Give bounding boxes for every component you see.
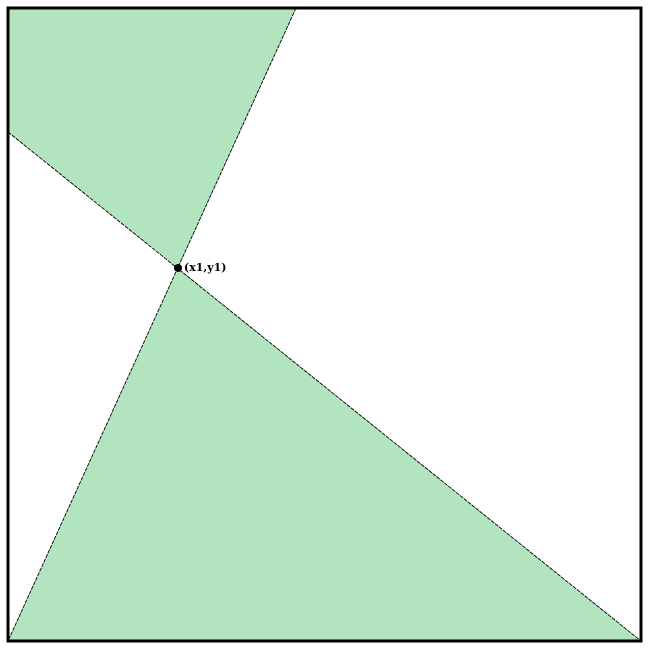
- shaded-region-bottom: [8, 268, 641, 641]
- shaded-region-top-left: [8, 8, 296, 268]
- intersection-point: [174, 264, 182, 272]
- line-steep: [7, 7, 297, 642]
- point-label: (x1,y1): [184, 261, 227, 274]
- frame-border: [6, 6, 643, 643]
- line-shallow: [7, 131, 642, 642]
